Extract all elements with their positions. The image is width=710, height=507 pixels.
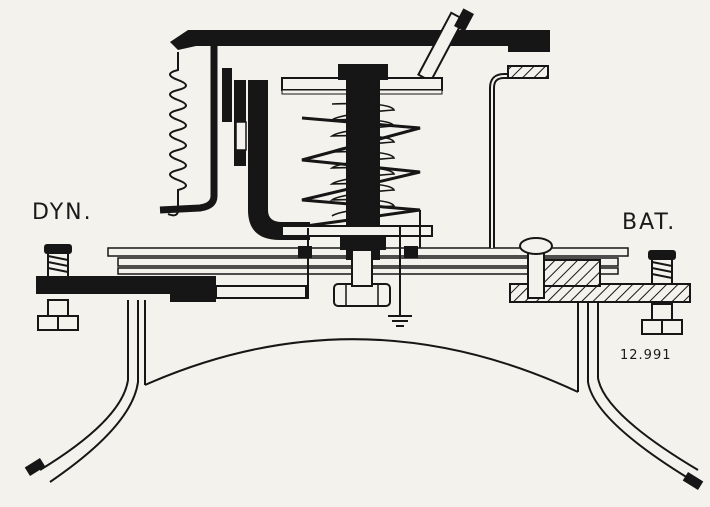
armature-bar [188,30,550,46]
dynamo-screw-nut-base [47,299,69,317]
contact-arm-inner [491,75,544,248]
support-leg-right [587,300,689,479]
dome-cover [144,338,579,393]
yoke [248,80,310,240]
tension-spring [169,52,187,210]
core-top [338,64,388,80]
battery-screw-nut-base [651,303,673,321]
ground-symbol [388,315,412,327]
leg-foot-right [682,471,704,491]
figure-number: 12.991 [620,348,672,363]
dynamo-screw-head [44,244,72,254]
support-leg-left-inner [49,300,139,483]
hinge-bracket [159,46,218,214]
plate-washer-left [298,246,312,258]
battery-bolt-head [519,237,553,255]
leg-foot-left [24,457,46,477]
battery-screw-head [648,250,676,260]
dynamo-strip-extension [170,292,216,302]
dynamo-screw-thread [47,254,69,276]
hinge-block-1 [222,68,232,122]
armature-hinge [170,30,196,50]
lower-washer [281,225,433,237]
central-nut-lines [345,284,379,306]
fixed-contact [507,65,549,79]
armature-tip [508,40,550,52]
support-leg-left [39,300,129,471]
adjusting-screw-head [454,8,474,32]
plate-washer-right [404,246,418,258]
central-bolt-shank [351,249,373,287]
dynamo-strip-inner [215,285,307,299]
hinge-block-3 [235,121,247,151]
battery-label: BAT. [622,210,677,235]
battery-screw-thread [651,260,673,284]
shunt-winding [329,102,396,217]
contact-arm [489,73,544,248]
dynamo-label: DYN. [32,200,93,225]
dynamo-terminal-strip [36,276,216,294]
central-nut [333,283,391,307]
battery-strip-riser [539,259,601,287]
support-leg-right-inner [597,300,699,471]
